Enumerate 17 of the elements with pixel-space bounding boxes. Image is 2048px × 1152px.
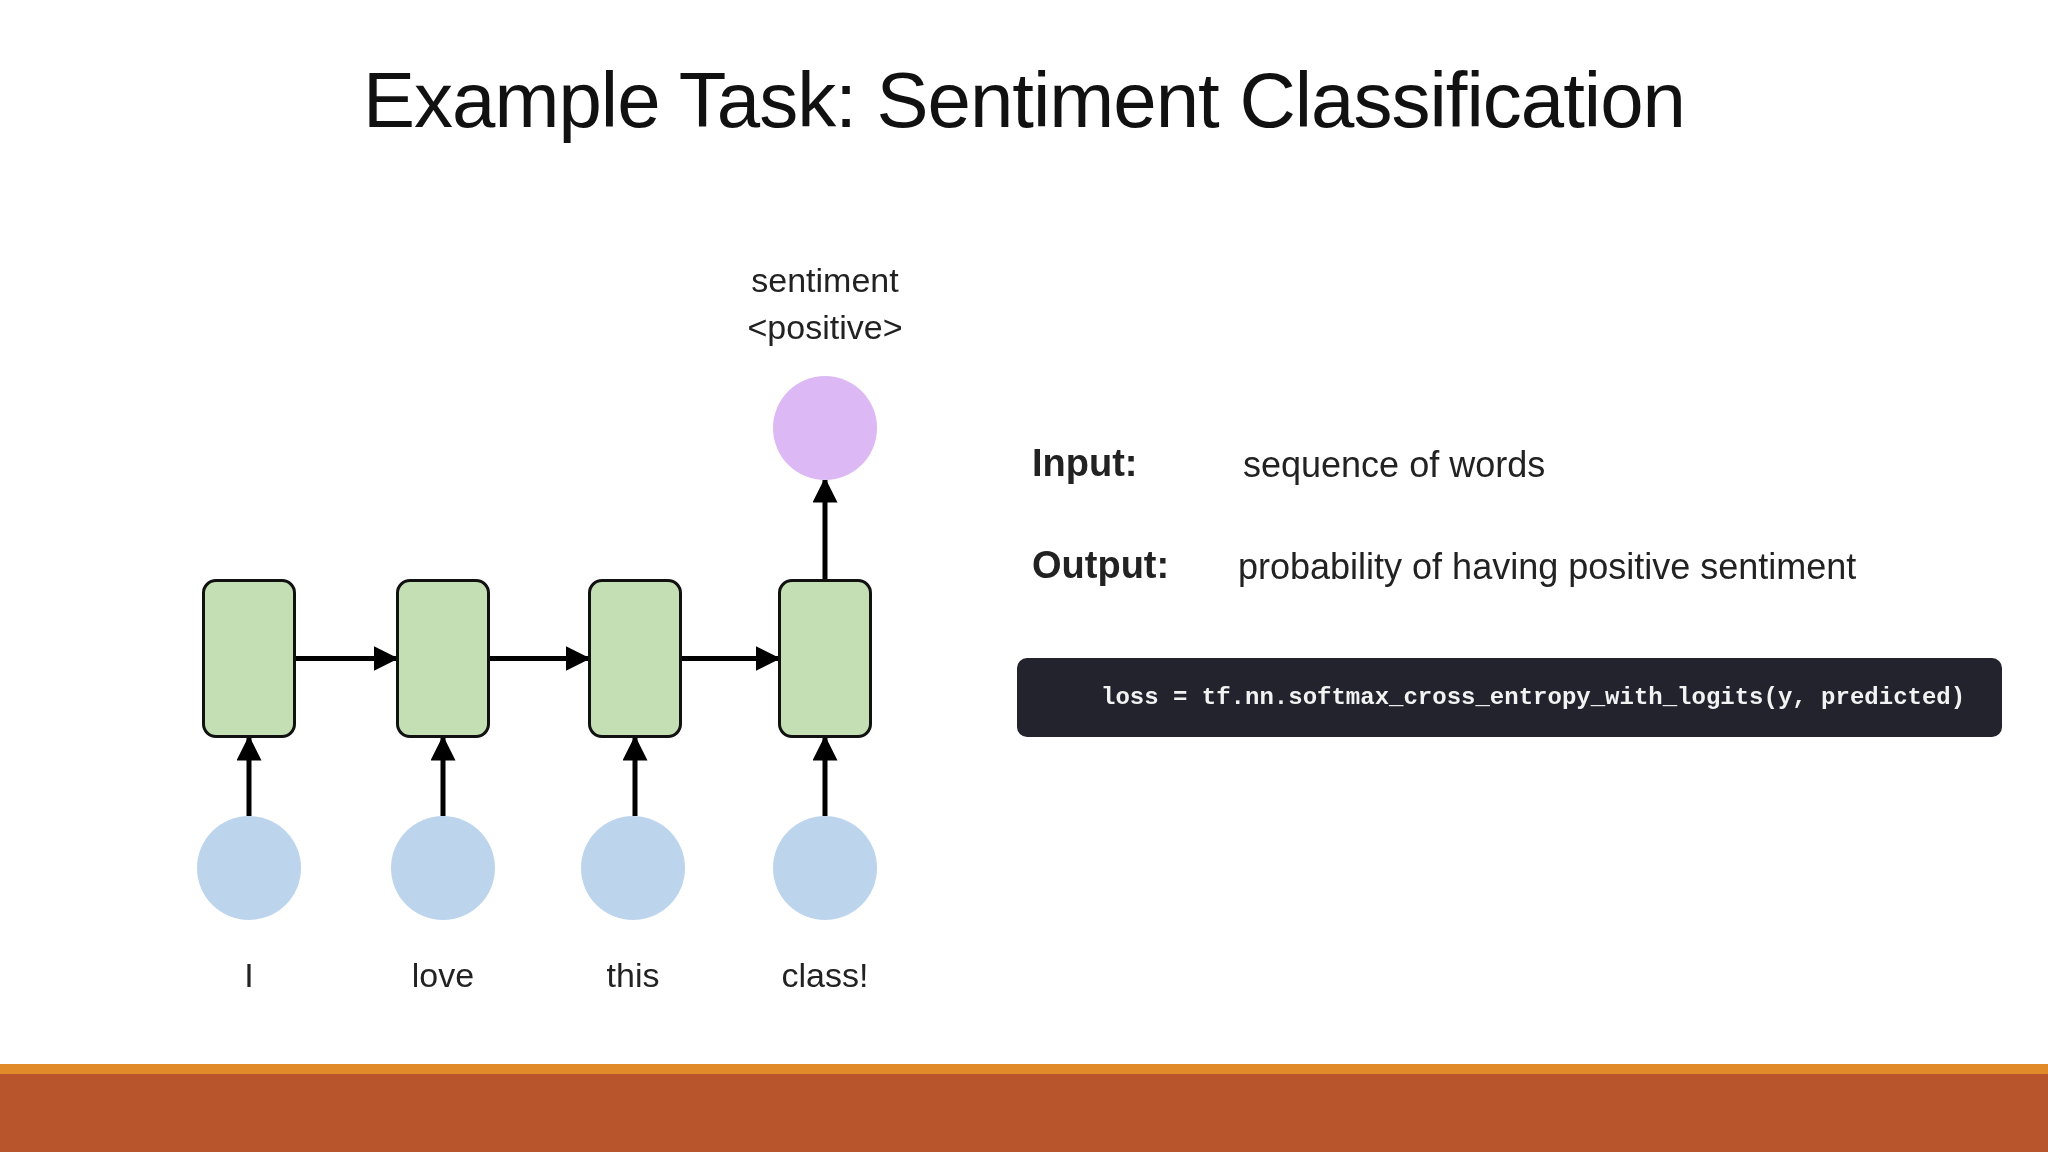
rnn-cell-box bbox=[202, 579, 296, 738]
code-text: loss = tf.nn.softmax_cross_entropy_with_logits(y, predicted) bbox=[1101, 684, 1966, 711]
slide-title: Example Task: Sentiment Classification bbox=[362, 55, 1686, 146]
word-label: this bbox=[605, 955, 661, 996]
code-bar bbox=[1017, 658, 2002, 737]
output-label: sentiment <positive> bbox=[746, 260, 904, 348]
arrow bbox=[812, 477, 838, 579]
field-value: sequence of words bbox=[1243, 444, 1546, 486]
word-label: love bbox=[410, 955, 476, 996]
rnn-cell-box bbox=[588, 579, 682, 738]
rnn-cell-box bbox=[778, 579, 872, 738]
word-label: I bbox=[243, 955, 255, 996]
rnn-cell-box bbox=[396, 579, 490, 738]
field-label: Input: bbox=[1032, 442, 1138, 485]
field-value: probability of having positive sentiment bbox=[1238, 546, 1857, 588]
field-label: Output: bbox=[1032, 544, 1170, 587]
word-label: class! bbox=[780, 955, 870, 996]
